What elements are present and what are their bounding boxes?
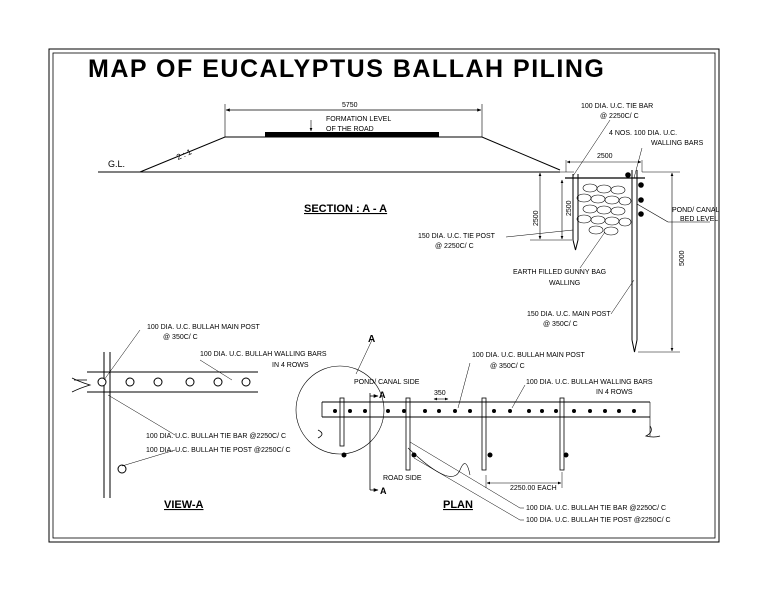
section-heading: SECTION : A - A [304, 203, 387, 215]
section-circle [295, 365, 385, 455]
plan-main-posts [333, 409, 636, 413]
view-break-symbol [71, 377, 92, 393]
view-walling-leader [199, 359, 233, 381]
plan-main-post-label-2: @ 350C/ C [490, 363, 525, 370]
plan-main-post-leader [457, 362, 471, 409]
plan-walling-leader [511, 384, 526, 409]
view-walling-bars [97, 377, 251, 387]
main-post-tip [631, 339, 638, 353]
tie-post-label-1: 150 DIA. U.C. TIE POST [418, 233, 496, 240]
walling-leader [633, 147, 643, 179]
inner-border [52, 52, 716, 539]
dim-2500-v1-label: 2500 [533, 210, 540, 226]
walling-bar-2 [638, 182, 644, 188]
formation-level-label-1: FORMATION LEVEL [326, 116, 391, 123]
plan-tie-post-label: 100 DIA. U.C. BULLAH TIE POST @2250C/ C [526, 517, 671, 524]
gunny-label-1: EARTH FILLED GUNNY BAG [513, 269, 606, 276]
section-mark-top-label: A [368, 334, 375, 345]
plan-wavy-leader [407, 447, 471, 477]
plan-heading: PLAN [443, 499, 473, 511]
gl-label: G.L. [108, 159, 125, 169]
outer-border [48, 48, 720, 543]
plan-tie-posts [341, 452, 569, 458]
view-main-post-label-2: @ 350C/ C [163, 334, 198, 341]
slope-label: 2 : 1 [175, 147, 193, 162]
plan-left-curl [317, 429, 323, 439]
road-side-label: ROAD SIDE [383, 475, 422, 482]
tie-post-tip [572, 239, 579, 251]
bed-level-line [636, 203, 669, 223]
walling-bars-label-2: WALLING BARS [651, 140, 704, 147]
tie-post-label-2: @ 2250C/ C [435, 243, 474, 250]
pond-level-label-1: POND/ CANAL [672, 207, 720, 214]
dim-5000-label: 5000 [679, 250, 686, 266]
view-tie-bar-label: 100 DIA. U.C. BULLAH TIE BAR @2250C/ C [146, 433, 286, 440]
plan-walling-label-2: IN 4 ROWS [596, 389, 633, 396]
pond-level-label-2: BED LEVEL [680, 216, 718, 223]
plan-break-symbol [644, 425, 661, 438]
view-a: 100 DIA. U.C. BULLAH MAIN POST @ 350C/ C… [71, 324, 327, 511]
tie-bar-label-1: 100 DIA. U.C. TIE BAR [581, 103, 653, 110]
walling-bar-4 [638, 211, 644, 217]
view-tie-post-label: 100 DIA. U.C. BULLAH TIE POST @2250C/ C [146, 447, 291, 454]
view-tie-post-leader [121, 449, 176, 467]
view-a-heading: VIEW-A [164, 499, 204, 511]
embankment-outline [139, 136, 561, 173]
plan-tie-bar-leader [409, 441, 521, 509]
plan-tie-bar-label: 100 DIA. U.C. BULLAH TIE BAR @2250C/ C [526, 505, 666, 512]
walling-bars-label-1: 4 NOS. 100 DIA. U.C. [609, 130, 677, 137]
view-tie-post-circle [117, 464, 127, 474]
section-cut-a-top: A [379, 390, 386, 400]
main-post-leader [610, 279, 635, 315]
dim-2250-label: 2250.00 EACH [510, 485, 557, 492]
view-walling-label-1: 100 DIA. U.C. BULLAH WALLING BARS [200, 351, 327, 358]
road-slab [265, 132, 439, 137]
gunny-label-2: WALLING [549, 280, 580, 287]
walling-bar-3 [638, 197, 644, 203]
drawing-title: MAP OF EUCALYPTUS BALLAH PILING [88, 55, 605, 83]
gunny-bags [576, 183, 632, 236]
plan-view: A A A POND/ CANAL SIDE ROAD SIDE 350 225… [295, 334, 671, 524]
main-post-label-2: @ 350C/ C [543, 321, 578, 328]
plan-tie-post-leader [413, 457, 521, 521]
plan-main-post-label-1: 100 DIA. U.C. BULLAH MAIN POST [472, 352, 586, 359]
tie-bar-leader [572, 119, 611, 177]
view-main-post-label-1: 100 DIA. U.C. BULLAH MAIN POST [147, 324, 261, 331]
view-tie-bar-leader [107, 394, 176, 436]
walling-bar-1 [625, 172, 631, 178]
plan-tie-bars [339, 397, 565, 471]
section-cut-a-bottom: A [380, 486, 387, 496]
section-a-a: G.L. 2 : 1 5750 FORMATION LEVEL OF THE R… [98, 102, 720, 353]
dim-5750-label: 5750 [342, 102, 358, 109]
main-post-label-1: 150 DIA. U.C. MAIN POST [527, 311, 611, 318]
tie-bar-label-2: @ 2250C/ C [600, 113, 639, 120]
tie-post-leader [505, 229, 574, 238]
plan-walling-label-1: 100 DIA. U.C. BULLAH WALLING BARS [526, 379, 653, 386]
dim-2500-v2-label: 2500 [566, 200, 573, 216]
view-main-post-leader [103, 329, 141, 381]
formation-level-label-2: OF THE ROAD [326, 126, 374, 133]
dim-2500-h-label: 2500 [597, 153, 613, 160]
gunny-leader [579, 231, 606, 269]
pond-side-label: POND/ CANAL SIDE [354, 379, 420, 386]
section-circle-leader [355, 339, 373, 375]
view-walling-label-2: IN 4 ROWS [272, 362, 309, 369]
dim-350-label: 350 [434, 390, 446, 397]
